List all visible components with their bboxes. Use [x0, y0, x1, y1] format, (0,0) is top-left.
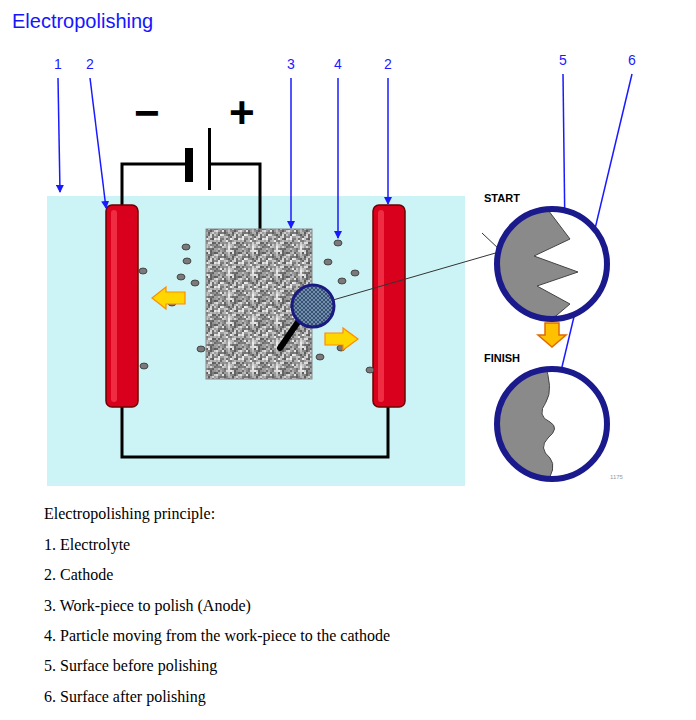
movement-arrow	[152, 287, 185, 309]
magnified-surface	[484, 348, 620, 482]
particle	[324, 259, 332, 265]
block-arrow	[538, 323, 566, 347]
polarity-sign: −	[134, 88, 160, 139]
legend-item: 1. Electrolyte	[44, 536, 130, 554]
zoom-circle: START	[484, 188, 620, 322]
magnifier-handle	[280, 322, 298, 348]
legend-item: 4. Particle moving from the work-piece t…	[44, 627, 390, 645]
legend-item: 3. Work-piece to polish (Anode)	[44, 597, 251, 615]
zoom-circle: FINISH	[484, 348, 620, 482]
callout-leaders	[58, 74, 632, 392]
particle	[316, 354, 324, 360]
callout-number: 4	[334, 56, 342, 72]
cathode	[106, 205, 138, 407]
legend-item: 5. Surface before polishing	[44, 657, 217, 675]
callout-number: 2	[384, 56, 392, 72]
callout-number: 6	[628, 52, 636, 68]
particle	[351, 270, 359, 276]
particle	[366, 367, 374, 373]
electrolyte-bath	[47, 196, 465, 486]
particle	[334, 240, 342, 246]
circle-heading: FINISH	[484, 352, 520, 364]
legend-item: 6. Surface after polishing	[44, 688, 206, 706]
callout-number: 2	[86, 56, 94, 72]
particle	[338, 278, 346, 284]
movement-arrow	[325, 328, 358, 350]
zoom-line	[333, 252, 499, 300]
particle	[139, 268, 147, 274]
particle	[183, 258, 191, 264]
particle	[197, 346, 205, 352]
cathode	[373, 205, 405, 407]
particle	[182, 244, 190, 250]
magnifier	[292, 285, 334, 327]
callout-number: 1	[54, 56, 62, 72]
particles	[139, 240, 374, 373]
battery-positive-plate	[208, 128, 211, 190]
wire	[122, 406, 388, 457]
title: Electropolishing	[12, 10, 153, 33]
legend-item: 2. Cathode	[44, 566, 113, 584]
particle	[140, 363, 148, 369]
callout-number: 5	[559, 52, 567, 68]
caption-heading: Electropolishing principle:	[44, 505, 215, 523]
particle	[191, 280, 199, 286]
polarity-sign: +	[229, 88, 255, 139]
watermark: 1175	[610, 474, 623, 481]
callout-number: 3	[287, 56, 295, 72]
magnified-surface	[484, 188, 620, 322]
circle-heading: START	[484, 192, 520, 204]
particle	[177, 274, 185, 280]
battery-negative-plate	[185, 148, 193, 182]
